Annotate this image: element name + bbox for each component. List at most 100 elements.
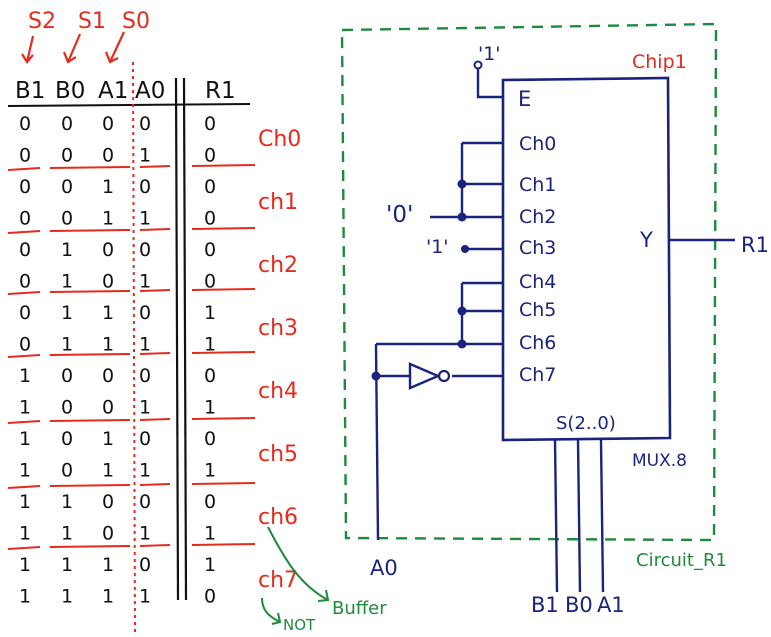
junction-dot [457,212,467,222]
table-separator-right [182,77,188,601]
table-cell: 1 [204,334,216,356]
table-cell: 1 [61,239,73,261]
s0-dotted-line [132,61,136,636]
table-separator-left [174,77,180,601]
junction-dot [457,306,467,316]
table-cell: 0 [19,271,31,293]
junction-dot [371,371,381,381]
header-r1: R1 [205,78,236,104]
mux-channel-pin: Ch1 [519,174,556,196]
group-separator [7,164,256,171]
table-cell: 1 [139,271,151,293]
table-cell: 1 [19,397,31,419]
table-cell: 1 [19,428,31,450]
mux-channel-pin: Ch5 [519,299,556,321]
not-gate-icon [408,362,442,390]
table-cell: 0 [139,554,151,576]
channel-label: ch4 [258,379,298,404]
table-cell: 1 [102,208,114,230]
table-cell: 0 [102,271,114,293]
table-cell: 1 [139,145,151,167]
table-cell: 0 [204,491,216,513]
table-cell: 1 [139,586,151,608]
table-cell: 0 [204,208,216,230]
channel-label: ch7 [258,568,298,593]
table-cell: 1 [139,523,151,545]
table-cell: 1 [61,586,73,608]
header-a1: A1 [98,78,128,104]
table-cell: 0 [61,397,73,419]
table-cell: 0 [19,208,31,230]
one-constant: '1' [426,236,449,258]
enable-const: '1' [478,43,501,65]
table-cell: 0 [102,523,114,545]
channel-label: ch6 [258,505,298,530]
table-cell: 1 [19,491,31,513]
table-cell: 1 [102,586,114,608]
table-cell: 0 [102,239,114,261]
table-cell: 0 [204,239,216,261]
arrow-s1 [62,33,82,64]
table-cell: 0 [139,176,151,198]
table-cell: 0 [139,302,151,324]
table-cell: 1 [19,554,31,576]
select-input-b0: B0 [565,593,593,617]
channel-label: ch2 [258,253,298,278]
junction-dot [461,245,469,253]
table-cell: 0 [139,491,151,513]
mux-channel-pin: Ch7 [519,364,556,386]
table-cell: 1 [61,302,73,324]
table-cell: 0 [19,302,31,324]
select-input-a1: A1 [597,593,625,617]
truth-table-rows: 0 0 0 0 0 0 0 0 1 0 0 0 1 0 0 0 0 1 1 0 0 1 0 0 0 0 1 0 1 0 0 1 1 0 1 0 1 1 1 1… [19,113,216,608]
table-cell: 1 [61,554,73,576]
table-cell: 1 [204,460,216,482]
table-cell: 0 [204,145,216,167]
output-pin: Y [639,228,653,252]
table-cell: 0 [139,365,151,387]
arrow-s2 [21,35,35,64]
table-cell: 1 [61,271,73,293]
table-cell: 1 [204,397,216,419]
circuit-boundary [340,22,718,542]
table-cell: 0 [204,176,216,198]
mux-circuit: Chip1 Circuit_R1 MUX.8 '1' E Ch0Ch1Ch2Ch… [340,22,769,617]
table-cell: 0 [61,365,73,387]
table-cell: 1 [204,554,216,576]
group-separator [7,288,256,295]
table-cell: 0 [204,365,216,387]
table-cell: 0 [204,113,216,135]
table-cell: 0 [139,113,151,135]
not-gate-bubble [437,369,451,383]
header-a0: A0 [135,78,165,104]
table-cell: 0 [102,365,114,387]
buffer-note: Buffer [332,598,387,619]
table-cell: 1 [139,397,151,419]
arrow-s0 [104,31,125,64]
mux-channel-pin: Ch3 [519,237,556,259]
table-cell: 0 [204,586,216,608]
channel-label: ch1 [258,190,298,215]
table-cell: 1 [61,334,73,356]
table-cell: 1 [102,554,114,576]
select-labels: S2 S1 S0 [21,9,150,64]
table-cell: 1 [61,491,73,513]
table-cell: 0 [102,397,114,419]
table-cell: 1 [139,208,151,230]
table-cell: 0 [102,145,114,167]
table-cell: 1 [102,460,114,482]
group-separator [7,351,256,358]
table-cell: 1 [139,334,151,356]
select-label-s1: S1 [78,9,106,34]
table-cell: 0 [204,428,216,450]
table-cell: 0 [102,491,114,513]
wire-select-b0 [576,439,582,593]
mux-channel-pin: Ch0 [519,133,556,155]
table-cell: 0 [139,239,151,261]
table-cell: 0 [61,428,73,450]
select-pin: S(2..0) [556,413,616,434]
mux-name: MUX.8 [632,451,687,471]
enable-wire [476,68,503,99]
